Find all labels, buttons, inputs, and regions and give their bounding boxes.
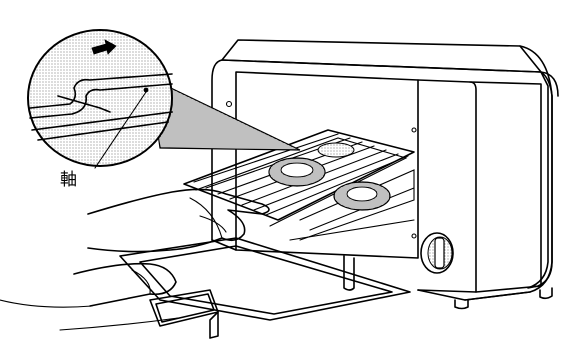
magnified-inset <box>27 29 301 167</box>
timer-knob <box>420 232 454 274</box>
toaster-oven <box>211 39 559 310</box>
callout-leader-line <box>94 91 147 169</box>
crumb-tray <box>119 237 411 339</box>
right-arrow-icon <box>91 39 117 55</box>
hands <box>0 188 270 331</box>
axle-callout-label: 軸 <box>60 170 77 190</box>
food-items <box>268 142 391 211</box>
